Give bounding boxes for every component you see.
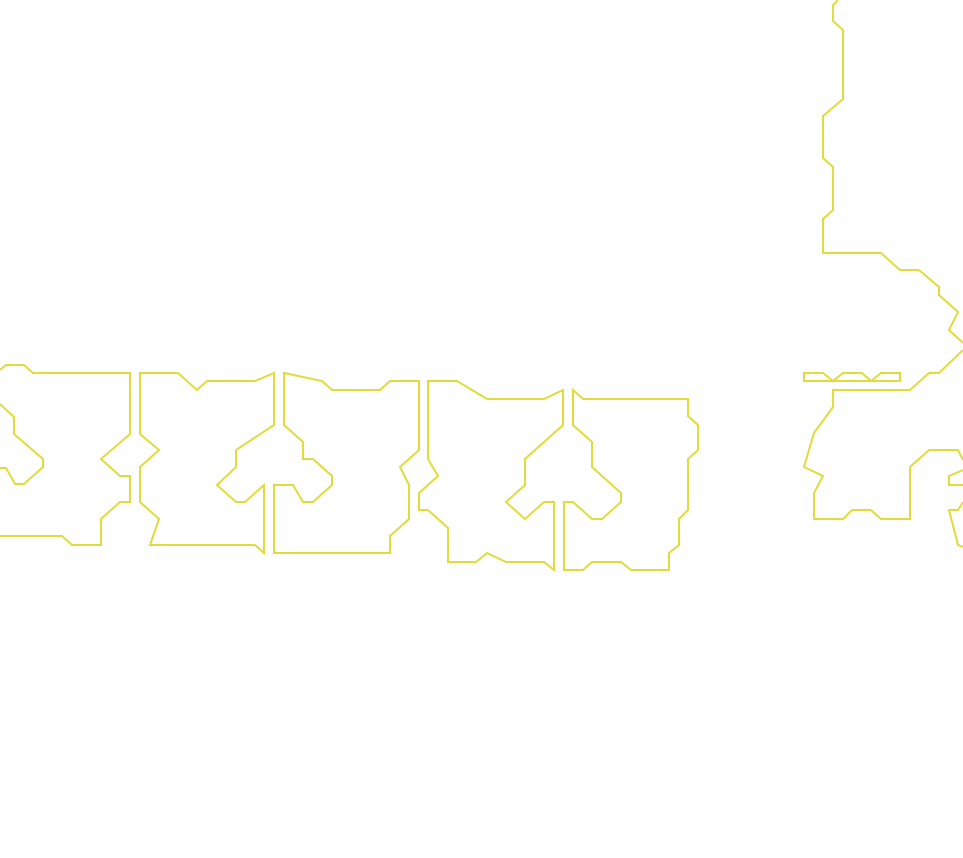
outline-segment	[563, 387, 699, 571]
outline-shape-5	[563, 387, 699, 571]
outline-segment	[418, 380, 564, 573]
outline-shape-left-edge	[0, 364, 131, 546]
outline-segment	[273, 371, 420, 554]
outline-shape-right	[802, 0, 963, 548]
outline-segment	[802, 349, 963, 520]
outline-shape-small-bar	[803, 372, 901, 383]
outline-segment	[947, 501, 963, 548]
outline-shape-3	[273, 371, 420, 554]
outline-segment	[803, 372, 901, 383]
outline-segment	[948, 469, 963, 486]
outline-segment	[139, 371, 275, 556]
outline-segment	[822, 0, 963, 344]
outline-segment	[0, 364, 131, 546]
outline-segment	[0, 403, 44, 485]
outline-shape-2	[139, 371, 275, 556]
outline-shape-4	[418, 380, 564, 573]
